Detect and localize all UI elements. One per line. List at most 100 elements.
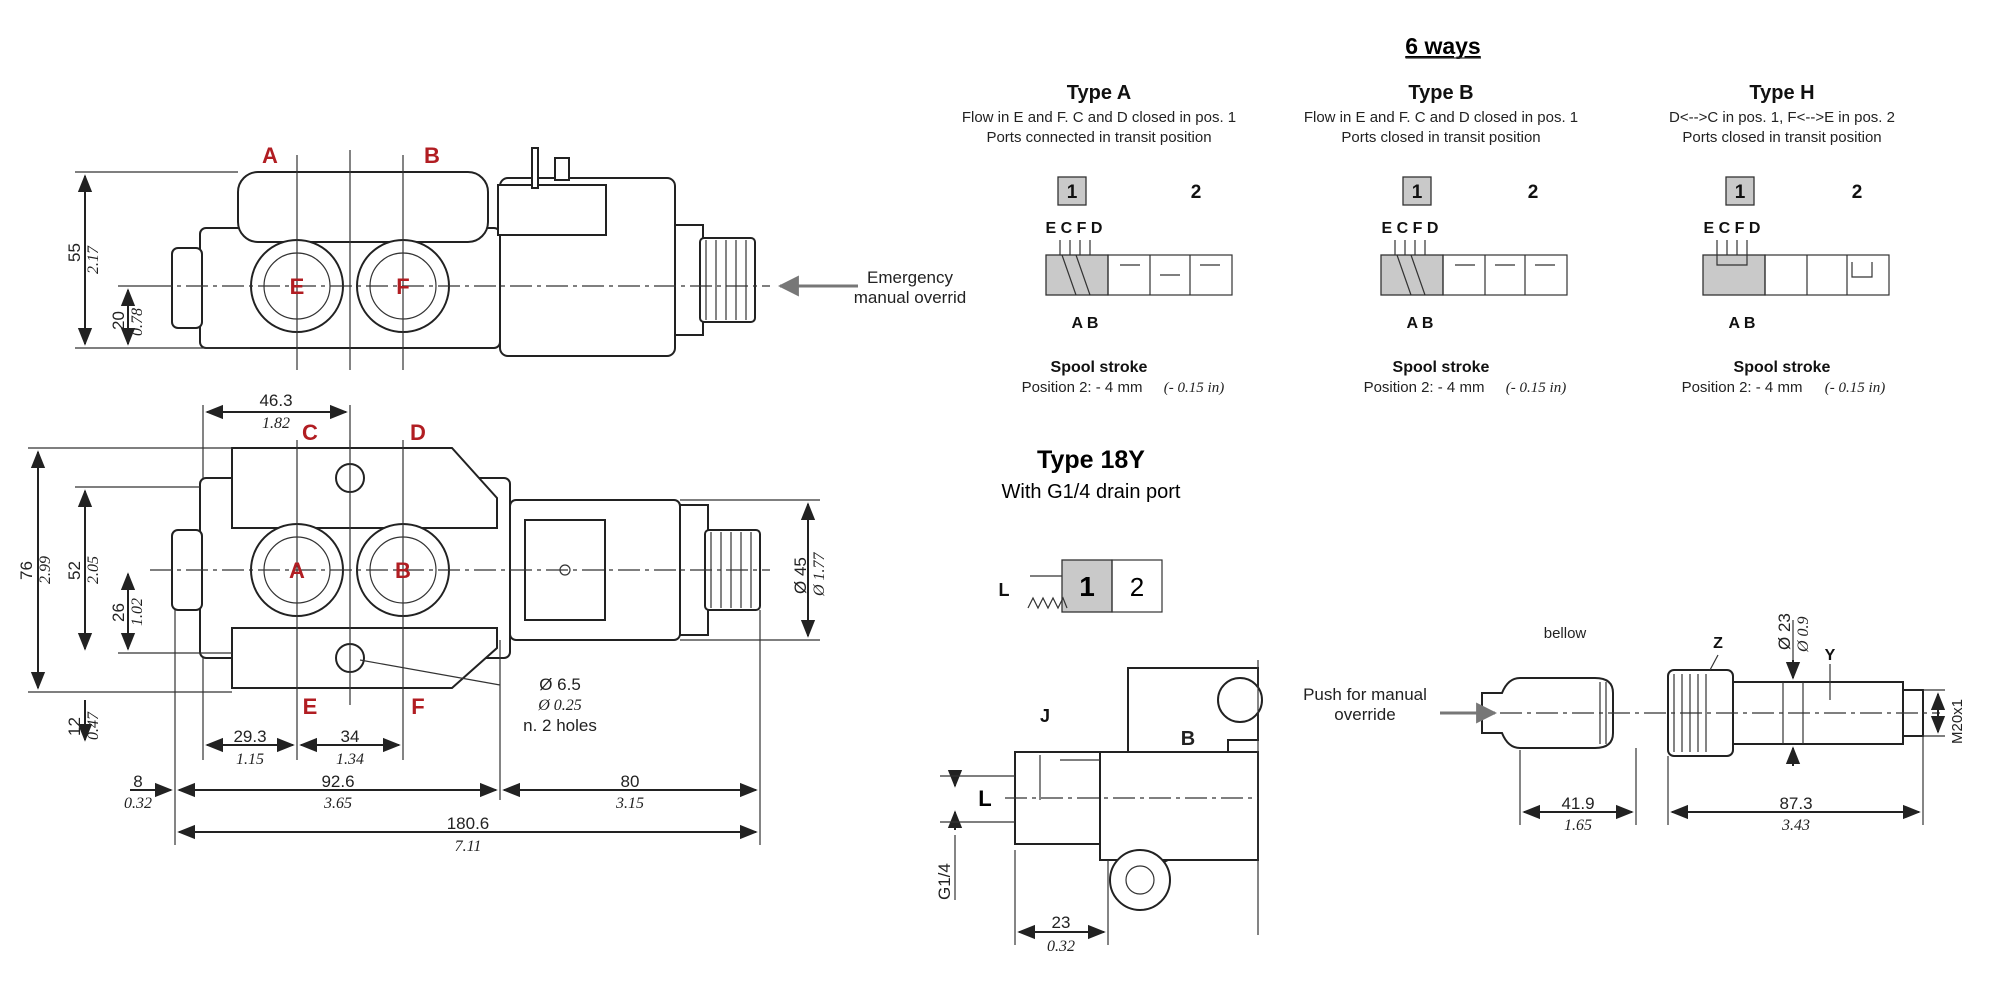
port-label-e-top: E — [290, 274, 305, 299]
type-18y-pos2: 2 — [1130, 572, 1144, 602]
type-h-stroke-label: Spool stroke — [1734, 359, 1831, 376]
dim-180-6: 180.6 — [447, 814, 490, 833]
dim-holes-count: n. 2 holes — [523, 716, 597, 735]
type-a-spool-pos1 — [1045, 254, 1109, 296]
dim-34: 34 — [341, 727, 360, 746]
type-h-pos2: 2 — [1852, 182, 1863, 203]
type-h-title: Type H — [1749, 82, 1814, 104]
dim-52-in: 2.05 — [85, 556, 102, 584]
dim-8: 8 — [133, 772, 142, 791]
drain-label-g14: G1/4 — [935, 863, 954, 900]
emergency-label-line1: Emergency — [867, 268, 953, 287]
dim-23: 23 — [1052, 913, 1071, 932]
dim-29-3-in: 1.15 — [236, 751, 264, 768]
dim-55: 55 — [65, 243, 84, 262]
type-b-bottom-ports: A B — [1407, 315, 1434, 332]
dim-92-6-in: 3.65 — [323, 795, 352, 812]
type-a-desc2: Ports connected in transit position — [986, 129, 1211, 146]
dim-76-in: 2.99 — [37, 556, 54, 584]
type-18y-subtitle: With G1/4 drain port — [1002, 481, 1181, 503]
port-label-f-front: F — [411, 694, 424, 719]
dim-180-6-in: 7.11 — [455, 838, 482, 855]
port-label-f-top: F — [396, 274, 409, 299]
port-label-b-front: B — [395, 558, 411, 583]
dim-76: 76 — [17, 561, 36, 580]
type-b-pos1-box — [1402, 176, 1432, 206]
dim-26-in: 1.02 — [129, 598, 146, 626]
port-label-b-top: B — [424, 143, 440, 168]
type-h-top-ports: E C F D — [1704, 220, 1761, 237]
port-label-c: C — [302, 420, 318, 445]
port-label-d: D — [410, 420, 426, 445]
override-push-line2: override — [1334, 705, 1395, 724]
type-18y-block: Type 18Y With G1/4 drain port 1 2 L — [999, 446, 1181, 613]
dim-hole-dia-in: Ø 0.25 — [537, 697, 582, 714]
port-label-e-front: E — [303, 694, 318, 719]
type-a-bottom-ports: A B — [1072, 315, 1099, 332]
dim-d23-in: Ø 0.9 — [1795, 616, 1812, 653]
type-b-block: Type B Flow in E and F. C and D closed i… — [1304, 82, 1578, 396]
override-y-label: Y — [1825, 647, 1836, 664]
dim-d45-in: Ø 1.77 — [811, 551, 828, 597]
type-a-stroke-text: Position 2: - 4 mm — [1022, 379, 1143, 396]
type-18y-title: Type 18Y — [1037, 446, 1145, 474]
drain-label-b: B — [1181, 728, 1195, 750]
dim-20-in: 0.78 — [129, 308, 146, 336]
dim-80: 80 — [621, 772, 640, 791]
dim-m20x1: M20x1 — [1949, 699, 1966, 744]
type-b-spool-pos1 — [1380, 254, 1444, 296]
type-h-spool-pos2 — [1764, 254, 1890, 296]
type-a-pos2: 2 — [1191, 182, 1202, 203]
dim-55-in: 2.17 — [85, 245, 102, 274]
manual-override-section — [1440, 620, 1946, 825]
valve-front-view — [150, 440, 770, 705]
type-b-desc2: Ports closed in transit position — [1341, 129, 1540, 146]
type-h-stroke-text: Position 2: - 4 mm — [1682, 379, 1803, 396]
type-a-stroke-in: (- 0.15 in) — [1164, 380, 1224, 396]
type-a-title: Type A — [1067, 82, 1131, 104]
drain-label-j: J — [1040, 706, 1050, 726]
type-b-pos2: 2 — [1528, 182, 1539, 203]
type-a-spool-pos2 — [1107, 254, 1233, 296]
dim-41-9-in: 1.65 — [1564, 817, 1592, 834]
port-label-a-front: A — [289, 558, 305, 583]
type-a-desc1: Flow in E and F. C and D closed in pos. … — [962, 109, 1236, 126]
drain-label-l: L — [978, 786, 991, 811]
drain-port-section — [940, 660, 1263, 945]
type-h-desc1: D<-->C in pos. 1, F<-->E in pos. 2 — [1669, 109, 1895, 126]
type-18y-l: L — [999, 580, 1010, 600]
valve-top-view — [150, 147, 858, 370]
type-18y-pos1-box — [1061, 559, 1113, 613]
dim-52: 52 — [65, 561, 84, 580]
dim-87-3-in: 3.43 — [1781, 817, 1810, 834]
dim-26: 26 — [109, 603, 128, 622]
type-h-pos1: 1 — [1735, 182, 1746, 203]
type-a-pos1: 1 — [1067, 182, 1078, 203]
type-h-stroke-in: (- 0.15 in) — [1825, 380, 1885, 396]
type-h-bottom-ports: A B — [1729, 315, 1756, 332]
override-bellow-label: bellow — [1544, 625, 1587, 642]
type-b-top-ports: E C F D — [1382, 220, 1439, 237]
override-push-line1: Push for manual — [1303, 685, 1427, 704]
dim-12-in: 0.47 — [85, 711, 102, 740]
dim-46-3-in: 1.82 — [262, 415, 290, 432]
dim-34-in: 1.34 — [336, 751, 364, 768]
dim-80-in: 3.15 — [615, 795, 644, 812]
port-label-a-top: A — [262, 143, 278, 168]
dim-12: 12 — [65, 717, 84, 736]
type-h-block: Type H D<-->C in pos. 1, F<-->E in pos. … — [1669, 82, 1895, 396]
front-view-dimension-lines — [28, 404, 820, 845]
type-b-stroke-text: Position 2: - 4 mm — [1364, 379, 1485, 396]
type-a-stroke-label: Spool stroke — [1051, 359, 1148, 376]
type-a-block: Type A Flow in E and F. C and D closed i… — [962, 82, 1236, 396]
type-18y-pos1: 1 — [1079, 571, 1095, 602]
type-b-desc1: Flow in E and F. C and D closed in pos. … — [1304, 109, 1578, 126]
dim-23-in: 0.32 — [1047, 938, 1075, 955]
dim-8-in: 0.32 — [124, 795, 152, 812]
type-b-pos1: 1 — [1412, 182, 1423, 203]
type-a-pos1-box — [1057, 176, 1087, 206]
type-18y-pos2-box — [1111, 559, 1163, 613]
dim-92-6: 92.6 — [321, 772, 354, 791]
top-view-dimension-lines — [75, 171, 250, 349]
dim-46-3: 46.3 — [259, 391, 292, 410]
